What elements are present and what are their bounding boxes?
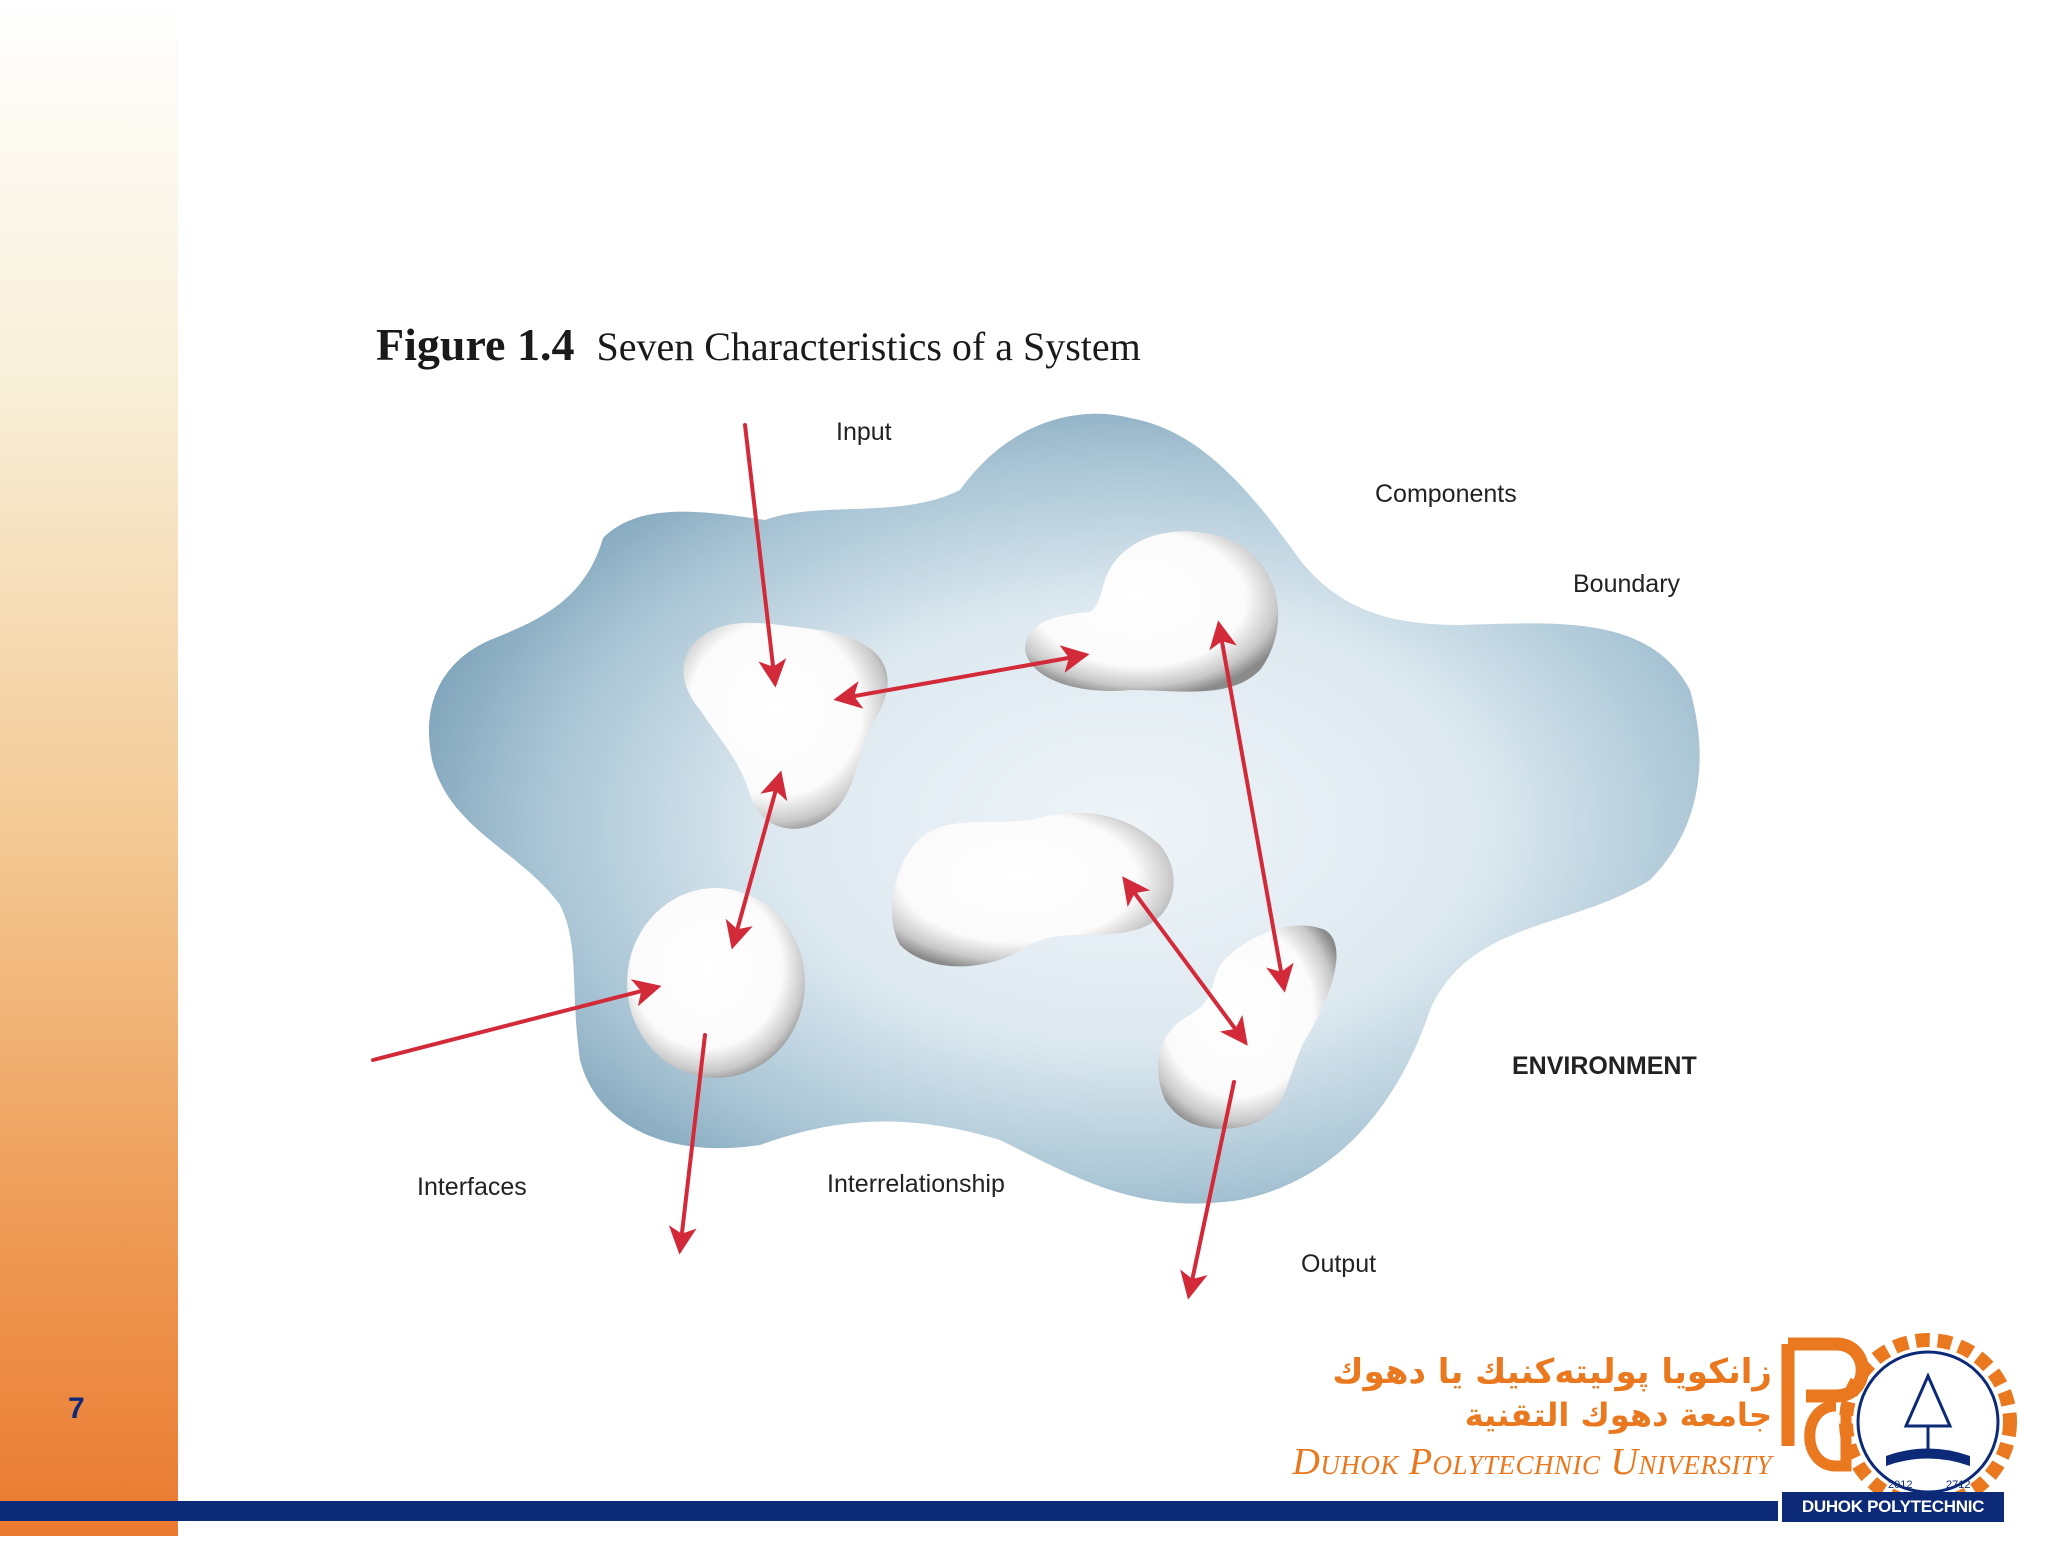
university-name-kurdish: زانكويا پوليتەكنيك يا دهوك [1332,1352,1772,1392]
label-input: Input [836,418,892,446]
interface-input-arrow [371,979,662,1062]
emblem-year-left: 2012 [1888,1479,1912,1491]
interface-output-arrow [668,1033,707,1255]
university-name-block: زانكويا پوليتەكنيك يا دهوك جامعة دهوك ال… [1292,1352,1772,1484]
label-output: Output [1301,1250,1376,1278]
interrelationship-arrow-center [1122,876,1248,1046]
output-arrow [1180,1080,1236,1300]
university-logo-icon: 2012 2712 [1781,1333,2017,1511]
label-components: Components [1375,480,1517,508]
label-boundary: Boundary [1573,570,1681,598]
university-name-arabic: جامعة دهوك التقنية [1464,1396,1772,1434]
figure-caption: Seven Characteristics of a System [596,324,1141,369]
component-bottom-left [627,888,805,1078]
interrelationship-arrow-left [725,770,788,950]
label-interfaces: Interfaces [417,1173,527,1201]
bottom-bar [0,1501,1778,1521]
university-name-english: Duhok Polytechnic University [1292,1441,1772,1483]
system-boundary-blob [429,413,1700,1204]
component-center [891,812,1174,967]
interrelationship-arrow-top [833,645,1090,709]
page-number: 7 [68,1392,85,1425]
emblem-year-right: 2712 [1946,1479,1970,1491]
input-arrow [743,423,787,688]
label-interrelationship: Interrelationship [827,1170,1005,1198]
logo-banner: DUHOK POLYTECHNIC UNIVERSITY [1782,1492,2004,1546]
figure-title: Figure 1.4 Seven Characteristics of a Sys… [376,318,1141,371]
figure-number: Figure 1.4 [376,319,575,370]
label-environment: ENVIRONMENT [1512,1052,1697,1080]
side-gradient-bar [0,0,178,1536]
interrelationship-arrow-right [1209,620,1294,993]
